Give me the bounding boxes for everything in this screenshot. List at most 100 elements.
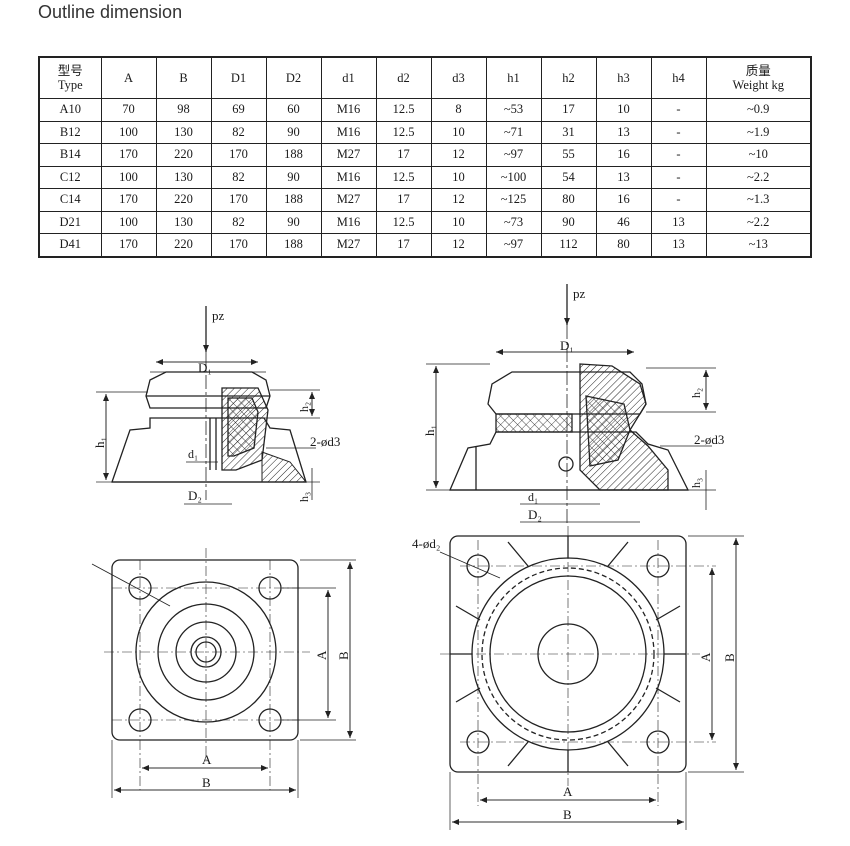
table-cell: 90 (265, 120, 322, 144)
table-cell: 10 (430, 165, 487, 189)
column-header: B (155, 56, 212, 99)
table-cell: B12 (38, 120, 102, 144)
table-cell: 80 (595, 233, 652, 257)
table-cell: 188 (265, 233, 322, 257)
table-cell: M27 (320, 143, 377, 167)
column-header-line1: D1 (230, 71, 247, 85)
left-dim-h3: h₃ (297, 492, 311, 502)
right-side-view (426, 284, 716, 525)
table-cell: 112 (540, 233, 597, 257)
table-cell: 12 (430, 188, 487, 212)
right-dim-D1: D₁ (560, 338, 574, 353)
right-dim-d1: d₁ (528, 490, 538, 504)
table-cell: 55 (540, 143, 597, 167)
right-dim-h1: h₁ (422, 425, 437, 436)
table-cell: 188 (265, 188, 322, 212)
table-cell: D41 (38, 233, 102, 257)
table-cell: 170 (210, 188, 267, 212)
left-plan-view (91, 548, 356, 798)
column-header-line2: Weight kg (732, 78, 784, 92)
left-plan-dim-A-horiz: A (202, 752, 212, 767)
left-dim-h2: h₂ (297, 402, 311, 412)
column-header-line1: A (123, 71, 134, 85)
right-plan-dim-A-vert: A (698, 652, 713, 662)
table-cell: 17 (375, 143, 432, 167)
right-load-label: pz (573, 286, 586, 301)
table-cell: M16 (320, 120, 377, 144)
column-header: D1 (210, 56, 267, 99)
column-header: h4 (650, 56, 707, 99)
table-cell: M27 (320, 233, 377, 257)
column-header-line1: D2 (285, 71, 302, 85)
column-header-line1: h4 (672, 71, 685, 85)
table-cell: 16 (595, 188, 652, 212)
left-side-view (96, 306, 320, 505)
table-cell: 13 (595, 120, 652, 144)
column-header: d2 (375, 56, 432, 99)
table-cell: ~97 (485, 143, 542, 167)
table-cell: ~1.9 (705, 120, 812, 144)
column-header-line1: h2 (562, 71, 575, 85)
column-header: h3 (595, 56, 652, 99)
right-plan-dim-A-horiz: A (563, 784, 573, 799)
column-header-line1: d3 (452, 71, 465, 85)
table-cell: 12 (430, 233, 487, 257)
table-cell: 46 (595, 210, 652, 234)
right-plan-dim-B-vert: B (722, 653, 737, 662)
table-cell: 13 (650, 233, 707, 257)
table-cell: 12.5 (375, 165, 432, 189)
table-cell: 17 (375, 233, 432, 257)
left-dim-h1: h₁ (92, 437, 107, 448)
column-header-line1: 型号 (57, 64, 83, 78)
table-cell: 100 (100, 120, 157, 144)
table-cell: 12 (430, 143, 487, 167)
page-heading: Outline dimension (38, 2, 183, 22)
column-header: d3 (430, 56, 487, 99)
right-bolt-note: 4-ød₂ (412, 536, 440, 551)
left-plan-dim-A-vert: A (314, 650, 329, 660)
left-dim-d1-lower: d₁ (188, 447, 198, 461)
left-plan-dim-B-horiz: B (202, 775, 211, 790)
table-cell: ~13 (705, 233, 812, 257)
column-header-line1: d2 (397, 71, 410, 85)
left-dim-D2: D₂ (188, 488, 202, 503)
table-cell: 54 (540, 165, 597, 189)
column-header-line1: h3 (617, 71, 630, 85)
left-load-label: pz (212, 308, 225, 323)
column-header-line1: B (179, 71, 188, 85)
table-cell: 100 (100, 165, 157, 189)
table-cell: 170 (210, 233, 267, 257)
table-cell: M16 (320, 165, 377, 189)
table-cell: ~2.2 (705, 165, 812, 189)
table-cell: C12 (38, 165, 102, 189)
left-hole-note: 2-ød3 (310, 434, 340, 449)
right-hole-note: 2-ød3 (694, 432, 724, 447)
column-header: h2 (540, 56, 597, 99)
table-cell: M16 (320, 98, 377, 122)
right-dim-h2: h₂ (689, 388, 703, 398)
table-cell: - (650, 165, 707, 189)
table-cell: 12.5 (375, 210, 432, 234)
table-cell: 188 (265, 143, 322, 167)
column-header-line1: h1 (507, 71, 520, 85)
table-cell: 220 (155, 188, 212, 212)
table-cell: ~125 (485, 188, 542, 212)
table-cell: 220 (155, 143, 212, 167)
column-header-line1: d1 (342, 71, 355, 85)
right-plan-view (439, 526, 744, 830)
table-cell: 90 (540, 210, 597, 234)
column-header-line2: Type (57, 78, 83, 92)
table-cell: 12.5 (375, 98, 432, 122)
left-dim-d1-upper: D₁ (198, 360, 212, 375)
column-header: D2 (265, 56, 322, 99)
